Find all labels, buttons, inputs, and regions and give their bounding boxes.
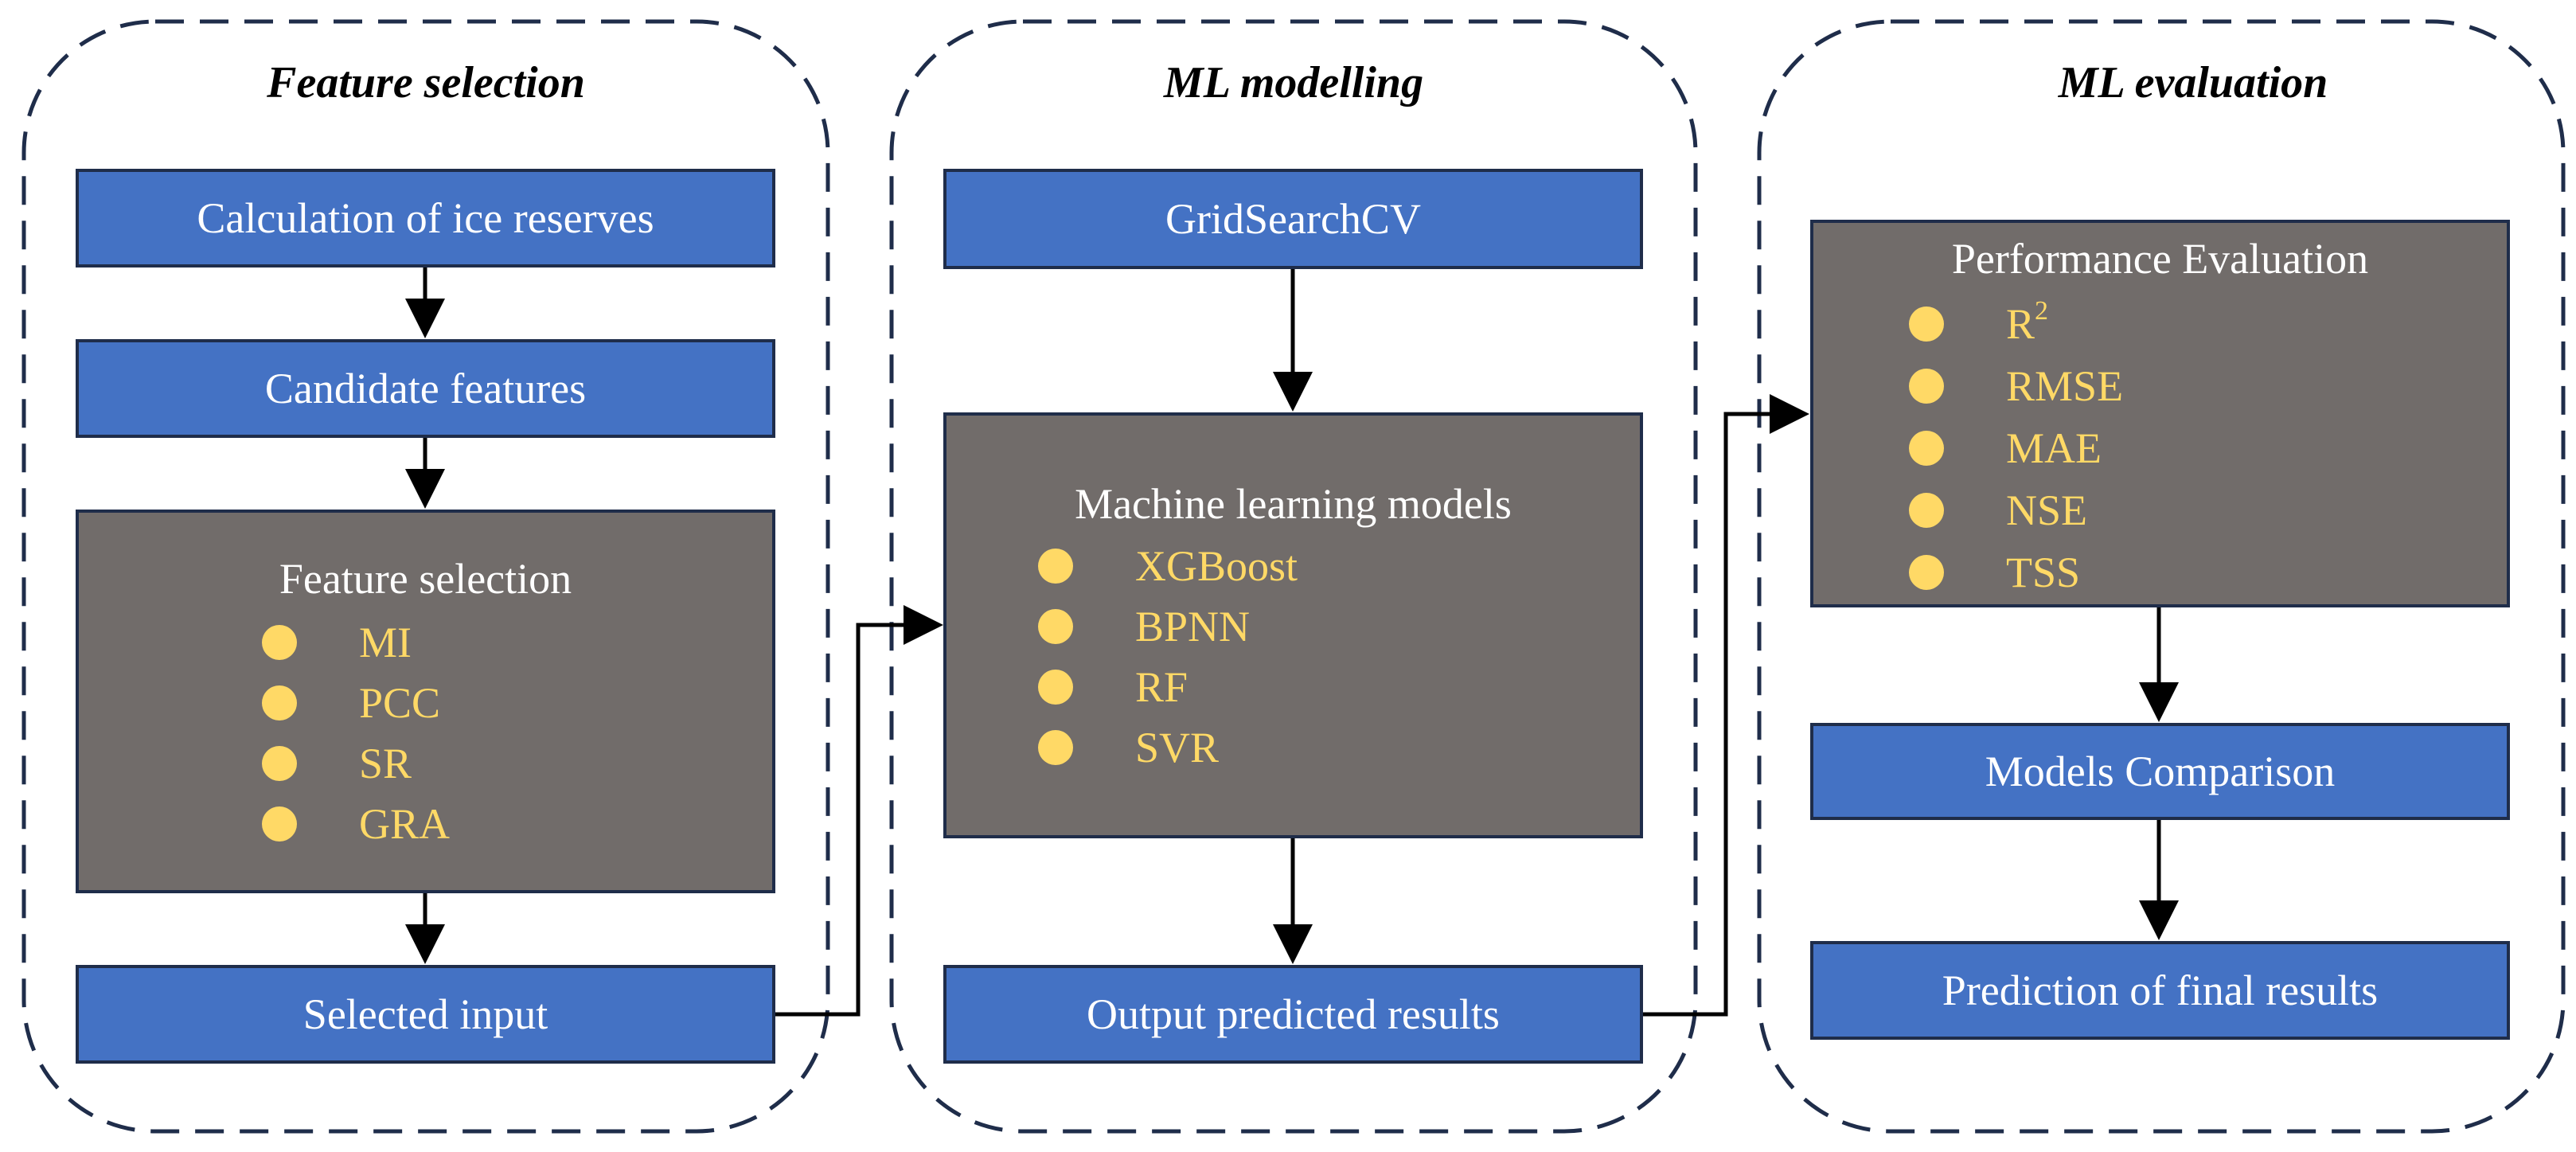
bullet-label-svr: SVR — [1135, 724, 1220, 771]
arrow-selected-to-models — [775, 605, 943, 1017]
arrow-output-to-perf — [1643, 394, 1809, 1017]
bullet-rf: RF — [1038, 662, 1188, 712]
bullet-mae: MAE — [1909, 424, 2102, 473]
bullet-dot — [1909, 555, 1944, 590]
bullet-dot — [1909, 307, 1944, 342]
bullet-r2: R2 — [1909, 296, 2049, 349]
bullet-gra: GRA — [262, 799, 450, 849]
feature-selection-box-title: Feature selection — [279, 555, 572, 603]
r2-base: R — [2006, 300, 2035, 348]
ml-models-box-title: Machine learning models — [1075, 480, 1512, 528]
bullet-label-mi: MI — [359, 619, 412, 666]
selected-input-box: Selected input — [76, 965, 775, 1064]
bullet-tss: TSS — [1909, 548, 2080, 597]
bullet-nse: NSE — [1909, 486, 2087, 535]
candidate-features-box: Candidate features — [76, 339, 775, 438]
bullet-dot — [1909, 431, 1944, 466]
gridsearchcv-label: GridSearchCV — [1165, 195, 1421, 243]
bullet-label-mae: MAE — [2006, 424, 2102, 472]
final-prediction-box: Prediction of final results — [1810, 941, 2510, 1040]
bullet-dot — [1038, 730, 1073, 765]
panel-title-feature-selection: Feature selection — [267, 58, 585, 107]
performance-evaluation-box-title: Performance Evaluation — [1951, 235, 2369, 283]
panel-title-ml-modelling: ML modelling — [1163, 58, 1424, 107]
calc-ice-reserves-box: Calculation of ice reserves — [76, 169, 775, 267]
selected-input-label: Selected input — [302, 990, 548, 1038]
bullet-label-gra: GRA — [359, 800, 451, 848]
panel-outline-feature-selection — [21, 19, 830, 1134]
bullet-sr: SR — [262, 739, 412, 788]
gridsearchcv-box: GridSearchCV — [943, 169, 1643, 269]
bullet-mi: MI — [262, 618, 412, 667]
bullet-xgboost: XGBoost — [1038, 541, 1298, 591]
candidate-features-label: Candidate features — [264, 365, 587, 412]
bullet-label-sr: SR — [359, 740, 412, 787]
bullet-dot — [1038, 549, 1073, 584]
panel-outline-ml-modelling — [889, 19, 1698, 1134]
bullet-dot — [262, 746, 297, 781]
feature-selection-box: Feature selection MI PCC SR GRA — [76, 510, 775, 893]
bullet-bpnn: BPNN — [1038, 602, 1250, 651]
bullet-dot — [262, 685, 297, 720]
performance-evaluation-box: Performance Evaluation R2 RMSE MAE NSE T… — [1810, 220, 2510, 607]
bullet-label-tss: TSS — [2006, 549, 2081, 596]
r2-superscript: 2 — [2035, 296, 2049, 326]
bullet-pcc: PCC — [262, 678, 440, 728]
panel-outline-ml-evaluation — [1757, 19, 2566, 1134]
calc-ice-reserves-label: Calculation of ice reserves — [197, 194, 654, 242]
output-predicted-label: Output predicted results — [1087, 990, 1500, 1038]
bullet-label-bpnn: BPNN — [1135, 603, 1251, 650]
bullet-dot — [1038, 609, 1073, 644]
bullet-dot — [1909, 369, 1944, 404]
bullet-dot — [262, 806, 297, 842]
bullet-label-nse: NSE — [2006, 486, 2088, 534]
bullet-label-rmse: RMSE — [2006, 362, 2124, 410]
models-comparison-label: Models Comparison — [1985, 748, 2336, 795]
models-comparison-box: Models Comparison — [1810, 723, 2510, 820]
bullet-dot — [1038, 670, 1073, 705]
bullet-label-xgboost: XGBoost — [1135, 542, 1298, 590]
bullet-rmse: RMSE — [1909, 361, 2123, 411]
bullet-label-rf: RF — [1135, 663, 1188, 711]
bullet-label-r2: R2 — [2006, 296, 2049, 349]
output-predicted-box: Output predicted results — [943, 965, 1643, 1064]
panel-title-ml-evaluation: ML evaluation — [2058, 58, 2328, 107]
bullet-svr: SVR — [1038, 723, 1219, 772]
ml-models-box: Machine learning models XGBoost BPNN RF … — [943, 412, 1643, 838]
final-prediction-label: Prediction of final results — [1942, 967, 2379, 1014]
bullet-dot — [262, 625, 297, 660]
bullet-dot — [1909, 493, 1944, 528]
bullet-label-pcc: PCC — [359, 679, 441, 727]
